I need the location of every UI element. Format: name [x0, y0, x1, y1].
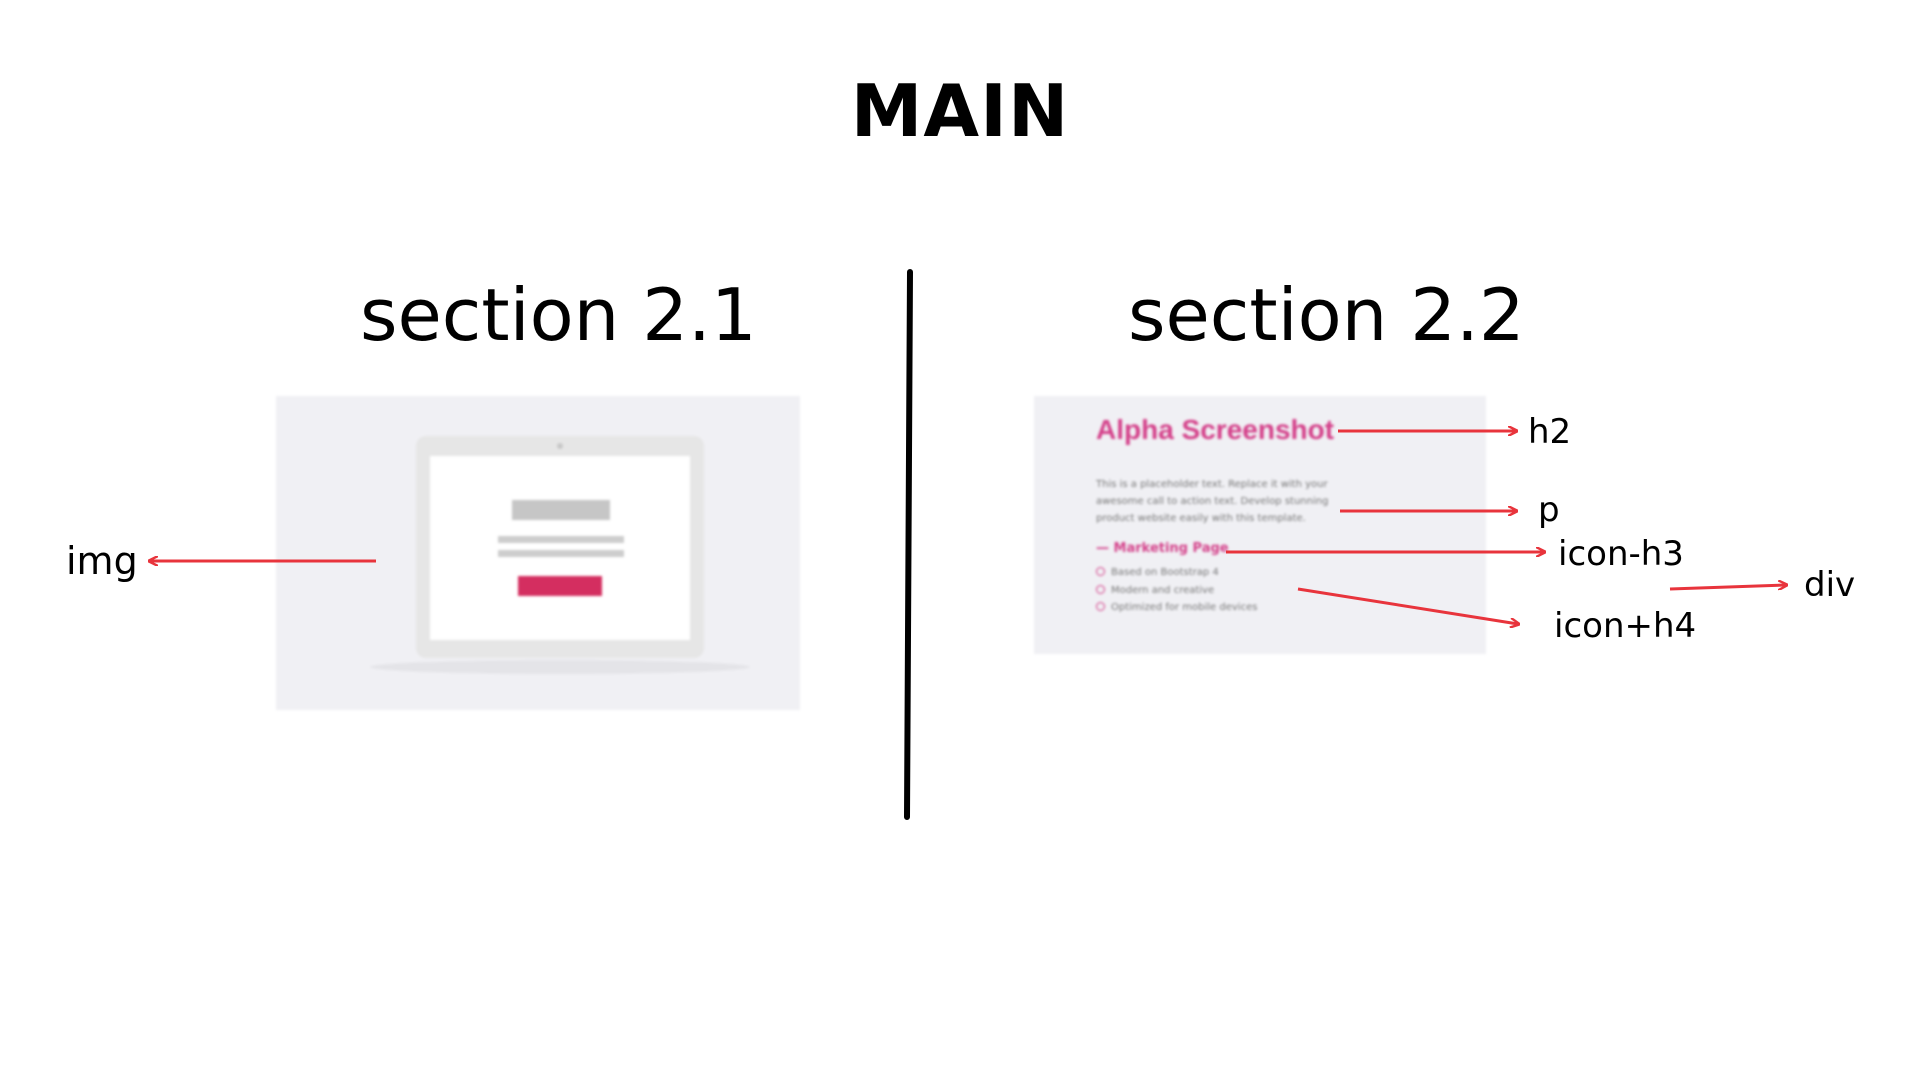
mock-feature-list: Based on Bootstrap 4 Modern and creative… [1096, 564, 1257, 617]
check-circle-icon [1096, 602, 1105, 611]
list-item: Based on Bootstrap 4 [1096, 564, 1257, 582]
laptop-base-shadow [370, 660, 750, 674]
annotation-label-h2: h2 [1528, 412, 1572, 452]
arrow-icon-h4 [1297, 587, 1518, 624]
laptop-screen [430, 456, 690, 640]
annotation-label-div: div [1804, 565, 1856, 605]
feature-label: Based on Bootstrap 4 [1111, 567, 1219, 578]
annotation-label-p: p [1538, 490, 1560, 530]
mock-button [518, 576, 602, 596]
content-screenshot-thumbnail: Alpha Screenshot This is a placeholder t… [1034, 396, 1486, 654]
laptop-image-thumbnail [276, 396, 800, 710]
list-item: Optimized for mobile devices [1096, 599, 1257, 617]
mock-subheading: — Marketing Page [1096, 541, 1229, 556]
section-title-2-2: section 2.2 [1128, 273, 1525, 357]
annotation-label-img: img [66, 539, 138, 583]
arrow-div [1669, 585, 1786, 591]
mock-heading: Alpha Screenshot [1096, 414, 1335, 445]
feature-label: Modern and creative [1111, 584, 1215, 596]
mock-text-line [498, 536, 624, 543]
mock-heading-bar [512, 500, 610, 520]
check-circle-icon [1096, 584, 1105, 594]
laptop-camera [557, 443, 563, 449]
feature-label: Optimized for mobile devices [1111, 602, 1258, 613]
mock-paragraph: This is a placeholder text. Replace it w… [1096, 479, 1329, 524]
mock-text-line [498, 550, 624, 557]
laptop-body [416, 436, 704, 658]
annotation-label-icon-h3: icon-h3 [1558, 534, 1684, 574]
section-title-2-1: section 2.1 [360, 273, 757, 357]
check-circle-icon [1096, 567, 1105, 576]
annotation-label-icon-h4: icon+h4 [1554, 606, 1697, 646]
page-title: MAIN [850, 69, 1070, 153]
list-item: Modern and creative [1096, 582, 1257, 600]
